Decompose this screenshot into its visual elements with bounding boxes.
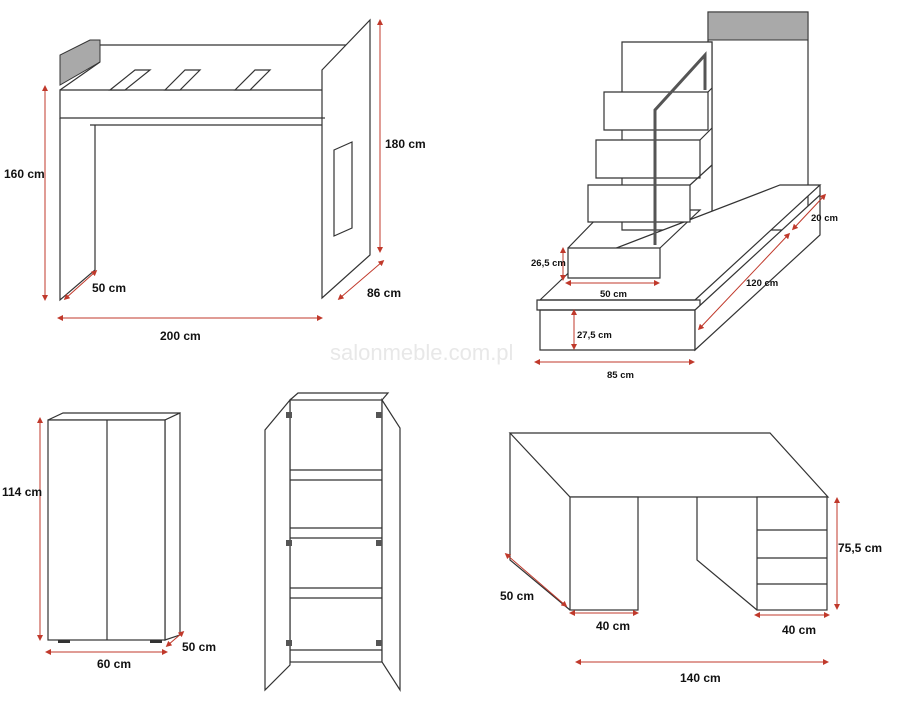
right-door: [381, 397, 401, 693]
handrail: [653, 51, 707, 245]
bed-depth-label: 86 cm: [367, 286, 401, 300]
desk-length-label: 140 cm: [680, 671, 721, 685]
bed-door: [333, 141, 353, 237]
bed-desk-depth-label: 50 cm: [92, 281, 126, 295]
desk-top: [508, 432, 830, 498]
bed-rail: [59, 89, 326, 119]
stairs-drawing: 26,5 cm 50 cm 27,5 cm 85 cm 120 cm 20 cm: [531, 11, 838, 381]
base-width-label: 85 cm: [607, 370, 634, 381]
wardrobe-closed-drawing: 114 cm 60 cm 50 cm: [2, 412, 216, 671]
bed-height-label: 160 cm: [4, 167, 45, 181]
stairs-base-front: [539, 309, 696, 351]
wardrobe-depth-label: 50 cm: [182, 640, 216, 654]
desk-height-label: 75,5 cm: [838, 541, 882, 555]
desk-drawing: 75,5 cm 50 cm 40 cm 40 cm 140 cm: [500, 432, 882, 685]
desk-left-cabinet-label: 40 cm: [596, 619, 630, 633]
wardrobe-width-label: 60 cm: [97, 657, 131, 671]
desk-right-cabinet-label: 40 cm: [782, 623, 816, 637]
desk-left-cabinet: [569, 496, 639, 611]
desk-depth-label: 50 cm: [500, 589, 534, 603]
base-height-label: 27,5 cm: [577, 330, 612, 341]
bed-length-label: 200 cm: [160, 329, 201, 343]
step-width-label: 50 cm: [600, 289, 627, 300]
wardrobe-height-label: 114 cm: [2, 485, 42, 499]
bed-total-height-label: 180 cm: [385, 137, 426, 151]
wardrobe-open-drawing: [264, 392, 401, 693]
watermark: salonmeble.com.pl: [330, 340, 513, 365]
desk-right-cabinet: [756, 496, 828, 611]
left-door: [264, 398, 291, 692]
loft-bed-drawing: 160 cm 180 cm 50 cm 86 cm 200 cm: [4, 18, 426, 343]
step-height-label: 26,5 cm: [531, 258, 566, 269]
base-length-label: 120 cm: [746, 278, 778, 289]
top-depth-label: 20 cm: [811, 213, 838, 224]
stairs-top-panel: [707, 11, 809, 41]
headboard: [59, 39, 101, 86]
